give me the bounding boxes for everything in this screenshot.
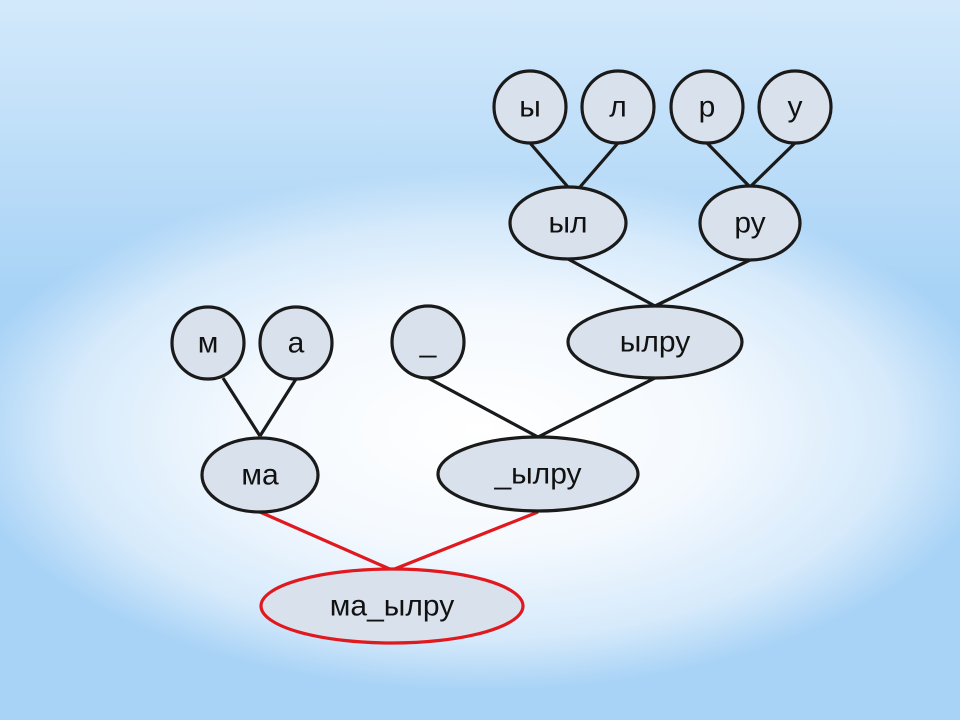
node-a: а <box>258 305 334 381</box>
node-y-label: ы <box>519 91 541 124</box>
edge-u-ru <box>748 141 797 189</box>
edge-ru-ylru <box>654 258 751 308</box>
node-y: ы <box>492 69 568 145</box>
node-underscore-ylru-label: _ылру <box>493 458 581 491</box>
node-l-label: л <box>609 91 627 124</box>
node-l: л <box>580 69 656 145</box>
edge-a-ma <box>258 378 298 437</box>
node-underscore-label: _ <box>419 326 438 359</box>
edge-y-yl <box>528 141 570 189</box>
edge-yl-ylru <box>567 257 656 308</box>
node-yl: ыл <box>508 185 628 261</box>
edge-m-ma <box>221 377 262 437</box>
edge-underscore-underscore-ylru <box>427 376 539 439</box>
node-underscore-ylru: _ылру <box>436 435 640 513</box>
node-root-label: ма_ылру <box>330 590 454 623</box>
node-a-label: а <box>288 327 305 360</box>
node-ru: ру <box>698 184 802 262</box>
node-m-label: м <box>198 327 219 360</box>
edge-r-ru <box>705 141 752 189</box>
node-r: р <box>669 69 745 145</box>
node-r-label: р <box>699 91 716 124</box>
edge-l-yl <box>578 141 620 189</box>
node-ma-label: ма <box>241 459 279 492</box>
node-m: м <box>170 305 246 381</box>
edge-ma-root <box>259 510 393 572</box>
node-root: ма_ылру <box>259 567 525 645</box>
node-underscore: _ <box>390 304 466 380</box>
node-ma: ма <box>200 436 320 514</box>
node-ru-label: ру <box>734 207 765 240</box>
node-ylru-label: ылру <box>620 326 690 359</box>
node-u-label: у <box>788 91 803 124</box>
node-yl-label: ыл <box>548 207 587 240</box>
node-ylru: ылру <box>566 304 744 380</box>
node-u: у <box>757 69 833 145</box>
edge-ylru-underscore-ylru <box>537 376 656 439</box>
edge-underscore-ylru-root <box>391 510 539 572</box>
